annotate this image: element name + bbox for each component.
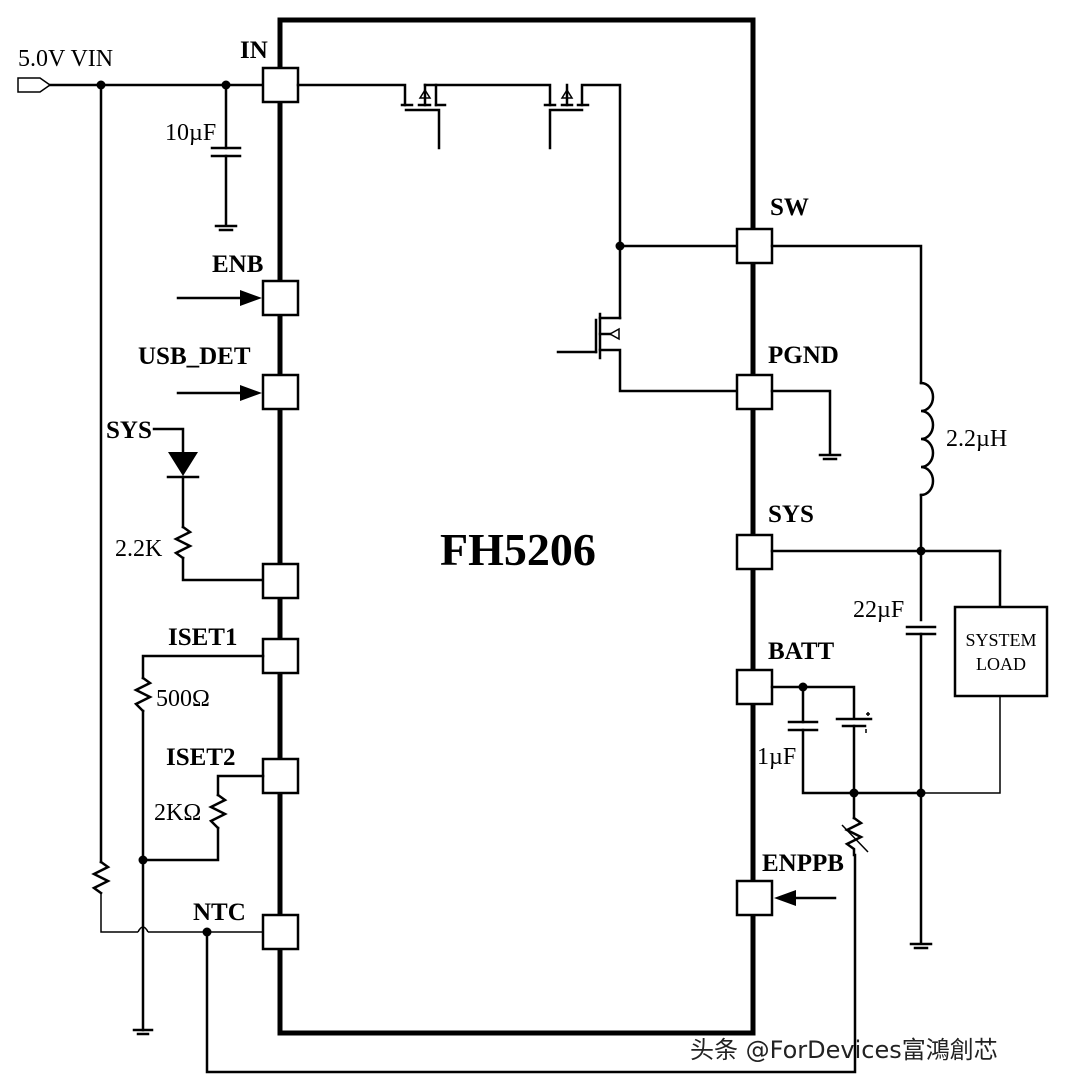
pin-pgnd bbox=[735, 373, 774, 411]
wire-crossover-icon bbox=[137, 926, 149, 933]
resistor-icon bbox=[173, 525, 193, 560]
junction-dot bbox=[138, 855, 148, 865]
mosfet-icon bbox=[543, 83, 622, 248]
arrow-left-icon bbox=[774, 890, 796, 906]
pin-usb-det-label: USB_DET bbox=[138, 343, 251, 370]
pin-enppb bbox=[735, 879, 774, 917]
pin-sw bbox=[735, 227, 774, 265]
nmos-icon bbox=[556, 244, 739, 393]
resistor-icon bbox=[133, 676, 153, 713]
pin-ntc-label: NTC bbox=[193, 899, 246, 926]
pin-ntc bbox=[261, 913, 300, 951]
inductor-icon bbox=[919, 381, 935, 497]
pin-batt bbox=[735, 668, 774, 706]
junction-dot bbox=[916, 788, 926, 798]
diode-icon bbox=[168, 452, 198, 476]
r-iset2-label: 2KΩ bbox=[154, 800, 201, 826]
pin-sys bbox=[735, 533, 774, 571]
pin-iset1 bbox=[261, 637, 300, 675]
pin-in-label: IN bbox=[240, 37, 268, 64]
pin-in bbox=[261, 66, 300, 104]
c-batt-label: 1µF bbox=[757, 744, 796, 770]
vin-port-icon bbox=[17, 77, 52, 93]
thermistor-icon bbox=[844, 816, 864, 857]
chip-body bbox=[277, 17, 756, 1036]
vin-label: 5.0V VIN bbox=[18, 46, 113, 72]
system-load-line2: LOAD bbox=[976, 654, 1026, 674]
mosfet-icon bbox=[400, 83, 447, 150]
inductor-label: 2.2µH bbox=[946, 426, 1007, 452]
sys-ref-label: SYS bbox=[106, 417, 152, 444]
ground-icon bbox=[818, 453, 842, 461]
pin-enb-label: ENB bbox=[212, 251, 263, 278]
c-in-label: 10µF bbox=[165, 120, 216, 146]
pin-pgnd-label: PGND bbox=[768, 342, 839, 369]
r-iset1-label: 500Ω bbox=[156, 686, 210, 712]
system-load-line1: SYSTEM bbox=[965, 630, 1036, 650]
pin-enb bbox=[261, 279, 300, 317]
pin-usb-det bbox=[261, 373, 300, 411]
junction-dot bbox=[916, 546, 926, 556]
r-led-label: 2.2K bbox=[115, 536, 163, 562]
pin-enppb-label: ENPPB bbox=[762, 850, 844, 877]
pin-batt-label: BATT bbox=[768, 638, 835, 665]
pin-iset2 bbox=[261, 757, 300, 795]
ground-icon bbox=[214, 224, 238, 232]
pin-sys-label: SYS bbox=[768, 501, 814, 528]
chip-name: FH5206 bbox=[440, 524, 596, 575]
pin-sw-label: SW bbox=[770, 194, 809, 221]
ground-icon bbox=[132, 1028, 154, 1036]
resistor-icon bbox=[208, 793, 228, 830]
junction-dot bbox=[849, 788, 859, 798]
system-load-box bbox=[953, 605, 1049, 698]
pin-led bbox=[261, 562, 300, 600]
arrow-right-icon bbox=[240, 290, 262, 306]
pin-iset2-label: ISET2 bbox=[166, 744, 235, 771]
pin-iset1-label: ISET1 bbox=[168, 624, 237, 651]
resistor-icon bbox=[91, 860, 111, 895]
ground-icon bbox=[909, 942, 933, 950]
c-sys-label: 22µF bbox=[853, 597, 904, 623]
watermark: 头条 @ForDevices富鴻創芯 bbox=[690, 1036, 998, 1064]
arrow-right-icon bbox=[240, 385, 262, 401]
